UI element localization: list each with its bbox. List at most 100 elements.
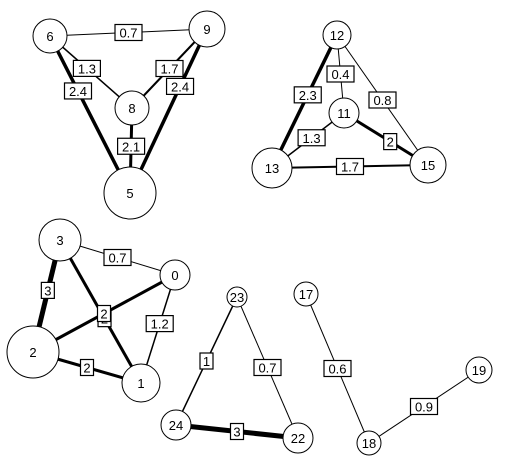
edge-weight-box: [96, 304, 112, 323]
node-label: 18: [362, 436, 376, 451]
edge-line: [48, 35, 132, 194]
node-circle: [251, 147, 293, 189]
node-label: 1: [137, 376, 144, 391]
edge-weight-text: 2: [100, 307, 107, 322]
edge-9-5: [128, 28, 209, 194]
edge-weight-label-23-22: 0.7: [253, 358, 282, 377]
node-18: 18: [356, 430, 382, 456]
edge-weight-label-24-22: 3: [229, 422, 245, 441]
edge-weight-label-3-2: 3: [40, 281, 55, 299]
edge-weight-box: [72, 59, 102, 78]
edge-weight-text: 0.7: [258, 361, 276, 376]
node-13: 13: [251, 147, 293, 189]
node-24: 24: [160, 409, 192, 441]
node-label: 23: [230, 290, 244, 305]
edge-weight-text: 1.2: [151, 317, 169, 332]
edge-weight-label-8-5: 2.1: [116, 137, 146, 155]
node-12: 12: [322, 20, 352, 50]
edge-weight-label-3-0: 0.7: [103, 248, 132, 267]
edge-weight-box: [293, 86, 322, 104]
edge-weight-text: 0.7: [108, 251, 126, 266]
node-5: 5: [103, 166, 157, 220]
node-circle: [226, 286, 248, 308]
node-circle: [188, 10, 226, 48]
edge-weight-label-18-19: 0.9: [409, 397, 439, 416]
edge-weight-box: [103, 248, 132, 267]
edge-weight-box: [40, 281, 55, 299]
node-22: 22: [282, 422, 314, 454]
edge-weight-label-12-11: 0.4: [326, 65, 355, 83]
edge-weight-box: [63, 82, 93, 100]
node-label: 11: [337, 106, 351, 121]
edge-weight-label-6-8: 1.3: [72, 59, 102, 78]
node-circle: [114, 90, 150, 126]
edge-weight-text: 2.4: [171, 79, 189, 94]
edge-weight-text: 2.3: [299, 88, 317, 103]
node-circle: [6, 325, 60, 379]
edge-weight-label-2-1: 2: [79, 358, 95, 377]
edge-weight-text: 1.7: [160, 62, 178, 77]
node-9: 9: [188, 10, 226, 48]
edge-weight-box: [323, 359, 352, 378]
node-circle: [356, 430, 382, 456]
edge-line: [128, 28, 209, 194]
edge-weight-label-0-1: 1.2: [145, 315, 174, 333]
edge-weight-label-9-8: 1.7: [155, 59, 184, 78]
node-label: 12: [330, 28, 344, 43]
node-2: 2: [6, 325, 60, 379]
edge-weight-label-9-5: 2.4: [165, 77, 195, 96]
edge-weight-text: 0.9: [415, 400, 433, 415]
edge-weight-text: 0.6: [328, 362, 346, 377]
edge-weight-text: 2.1: [122, 139, 140, 154]
node-circle: [103, 166, 157, 220]
edge-weight-label-11-13: 1.3: [297, 129, 326, 147]
edge-weight-box: [165, 77, 195, 96]
edge-6-5: [48, 35, 132, 194]
edge-weight-text: 0.7: [119, 26, 137, 41]
node-circle: [328, 97, 360, 129]
node-circle: [160, 409, 192, 441]
node-label: 0: [171, 268, 178, 283]
node-17: 17: [293, 281, 319, 307]
node-label: 17: [299, 287, 313, 302]
edge-weight-box: [253, 358, 282, 377]
node-label: 5: [126, 186, 133, 201]
node-23: 23: [226, 286, 248, 308]
edge-weight-label-11-15: 2: [383, 133, 398, 151]
edge-weight-label-13-15: 1.7: [335, 157, 365, 176]
edge-weight-label-12-15: 0.8: [368, 91, 397, 109]
edge-weight-text: 2: [387, 135, 394, 150]
edges-layer: [30, 28, 480, 444]
node-label: 8: [128, 101, 135, 116]
node-label: 24: [169, 418, 183, 433]
node-15: 15: [409, 146, 447, 184]
edge-weight-box: [409, 397, 439, 416]
edge-weight-box: [326, 65, 355, 83]
edge-weight-text: 3: [44, 283, 51, 298]
node-8: 8: [114, 90, 150, 126]
node-label: 6: [46, 29, 53, 44]
edge-weight-text: 1: [203, 354, 210, 369]
node-circle: [293, 281, 319, 307]
node-circle: [282, 422, 314, 454]
edge-weight-box: [297, 129, 326, 147]
edge-weight-label-17-18: 0.6: [323, 359, 352, 378]
node-circle: [32, 18, 68, 54]
edge-weight-labels-layer: 0.7 1.3 1.7 2.4 2.4 2.1 0.4 0.8 2.3 1.3 2 1.7 0.7 3 2 2…: [40, 23, 439, 441]
node-0: 0: [159, 259, 191, 291]
edge-weight-label-23-24: 1: [199, 352, 214, 370]
node-19: 19: [465, 356, 493, 384]
edge-weight-box: [155, 59, 184, 78]
edge-weight-box: [368, 91, 397, 109]
node-label: 2: [29, 345, 36, 360]
edge-weight-box: [383, 133, 398, 151]
node-label: 15: [421, 158, 435, 173]
node-circle: [465, 356, 493, 384]
edge-weight-text: 3: [233, 425, 240, 440]
node-circle: [409, 146, 447, 184]
edge-weight-text: 2.4: [69, 84, 87, 99]
edge-weight-box: [229, 422, 245, 441]
node-label: 3: [56, 233, 63, 248]
